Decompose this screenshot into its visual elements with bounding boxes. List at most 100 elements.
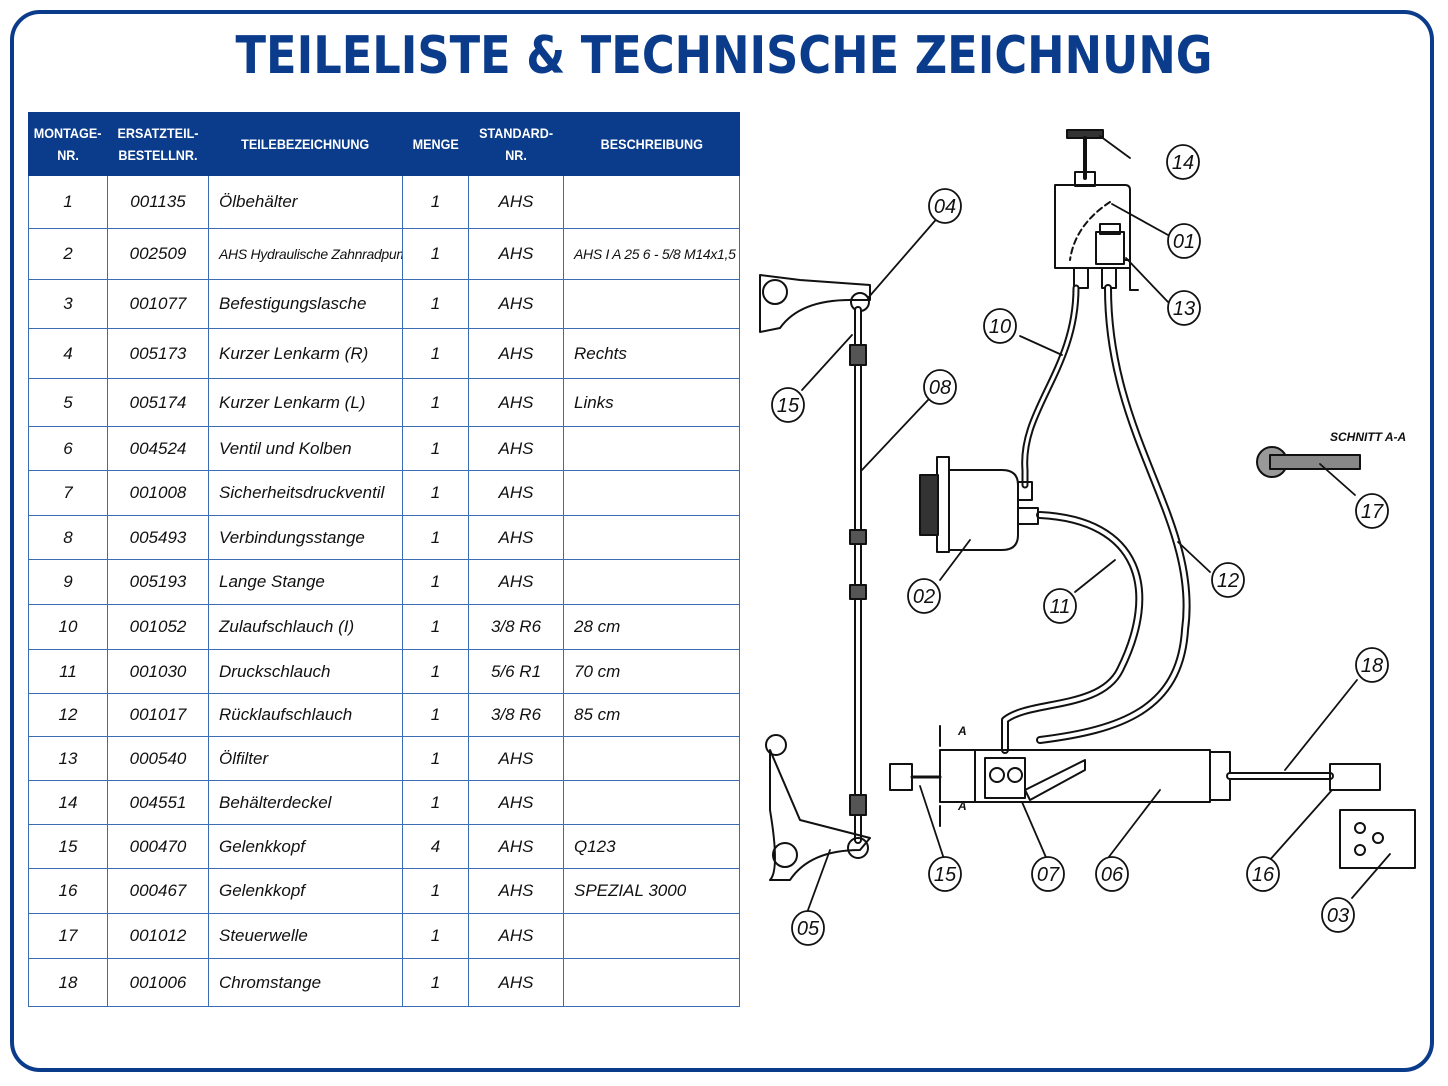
table-cell: 1	[402, 228, 469, 280]
callout-label: 15	[777, 395, 800, 417]
callout-circle	[1246, 856, 1280, 892]
table-cell	[563, 175, 740, 229]
table-cell: AHS	[468, 868, 564, 914]
table-cell: 3/8 R6	[468, 693, 564, 737]
table-cell: Rücklaufschlauch	[208, 693, 403, 737]
callout-circle	[1321, 897, 1355, 933]
table-cell: 001135	[107, 175, 209, 229]
section-mark-top: A	[957, 724, 967, 738]
column-header-text: NR.	[57, 147, 79, 163]
table-cell: AHS	[468, 515, 564, 560]
callout-label: 11	[1050, 596, 1071, 618]
table-cell: 1	[402, 470, 469, 516]
table-cell: 3	[28, 279, 108, 329]
table-header-row: MONTAGE-NR.ERSATZTEIL-BESTELLNR.TEILEBEZ…	[28, 112, 740, 176]
table-cell: 1	[402, 736, 469, 781]
callout-label: 16	[1252, 864, 1275, 886]
table-cell: AHS	[468, 426, 564, 471]
section-mark-bottom: A	[957, 799, 967, 813]
oil-tank	[1054, 184, 1139, 291]
table-cell: AHS	[468, 228, 564, 280]
table-cell: 1	[402, 378, 469, 427]
table-cell: AHS	[468, 913, 564, 959]
callout-label: 15	[934, 864, 957, 886]
callout-circle	[771, 387, 805, 423]
callout-circle	[1166, 144, 1200, 180]
table-cell: 001017	[107, 693, 209, 737]
column-header: ERSATZTEIL-BESTELLNR.	[107, 112, 209, 176]
table-cell: 1	[402, 868, 469, 914]
table-cell: 5	[28, 378, 108, 427]
table-cell: 10	[28, 604, 108, 650]
table-cell: 28 cm	[563, 604, 740, 650]
table-cell: 001030	[107, 649, 209, 694]
column-header-text: MENGE	[412, 136, 459, 152]
table-cell	[563, 470, 740, 516]
callout-circle	[1043, 588, 1077, 624]
table-cell: AHS	[468, 175, 564, 229]
hose-11	[1001, 511, 1144, 754]
column-header-text: STANDARD-	[479, 125, 553, 141]
table-cell: 000467	[107, 868, 209, 914]
table-cell: 4	[28, 328, 108, 379]
callout-circle	[1095, 856, 1129, 892]
callout-label: 13	[1173, 298, 1195, 320]
table-cell: AHS	[468, 824, 564, 869]
table-cell: AHS	[468, 470, 564, 516]
leader-lines	[801, 135, 1391, 911]
table-cell: 4	[402, 824, 469, 869]
steering-cylinder	[889, 725, 1416, 869]
table-cell: 7	[28, 470, 108, 516]
table-cell: AHS	[468, 958, 564, 1007]
callout-label: 04	[934, 196, 956, 218]
tank-fitting-left	[1073, 267, 1089, 289]
table-cell	[563, 559, 740, 605]
callout-label: 14	[1172, 152, 1194, 174]
table-cell	[563, 736, 740, 781]
table-cell: Gelenkkopf	[208, 824, 403, 869]
column-header: TEILEBEZEICHNUNG	[208, 112, 403, 176]
table-cell: 70 cm	[563, 649, 740, 694]
callout-circle	[1167, 290, 1201, 326]
table-cell: 1	[402, 780, 469, 825]
column-header-text: TEILEBEZEICHNUNG	[241, 136, 370, 152]
column-header: MENGE	[402, 112, 469, 176]
table-cell: AHS	[468, 559, 564, 605]
table-cell: Ventil und Kolben	[208, 426, 403, 471]
callout-label: 05	[797, 918, 820, 940]
callout-circle	[1355, 493, 1389, 529]
parts-table: MONTAGE-NR.ERSATZTEIL-BESTELLNR.TEILEBEZ…	[28, 112, 740, 1007]
table-cell: AHS	[468, 378, 564, 427]
table-cell: 001008	[107, 470, 209, 516]
callout-label: 02	[913, 586, 935, 608]
callout-circle	[791, 910, 825, 946]
table-cell: 1	[402, 559, 469, 605]
table-cell: Ölfilter	[208, 736, 403, 781]
column-header-text: BESTELLNR.	[118, 147, 198, 163]
table-cell: 1	[402, 279, 469, 329]
callout-circles	[771, 144, 1389, 946]
table-cell: 005174	[107, 378, 209, 427]
table-cell: 005193	[107, 559, 209, 605]
table-cell: 001012	[107, 913, 209, 959]
callout-circle	[1355, 647, 1389, 683]
table-cell: Gelenkkopf	[208, 868, 403, 914]
table-cell: Sicherheitsdruckventil	[208, 470, 403, 516]
column-header-text: NR.	[505, 147, 527, 163]
table-cell: Zulaufschlauch (I)	[208, 604, 403, 650]
